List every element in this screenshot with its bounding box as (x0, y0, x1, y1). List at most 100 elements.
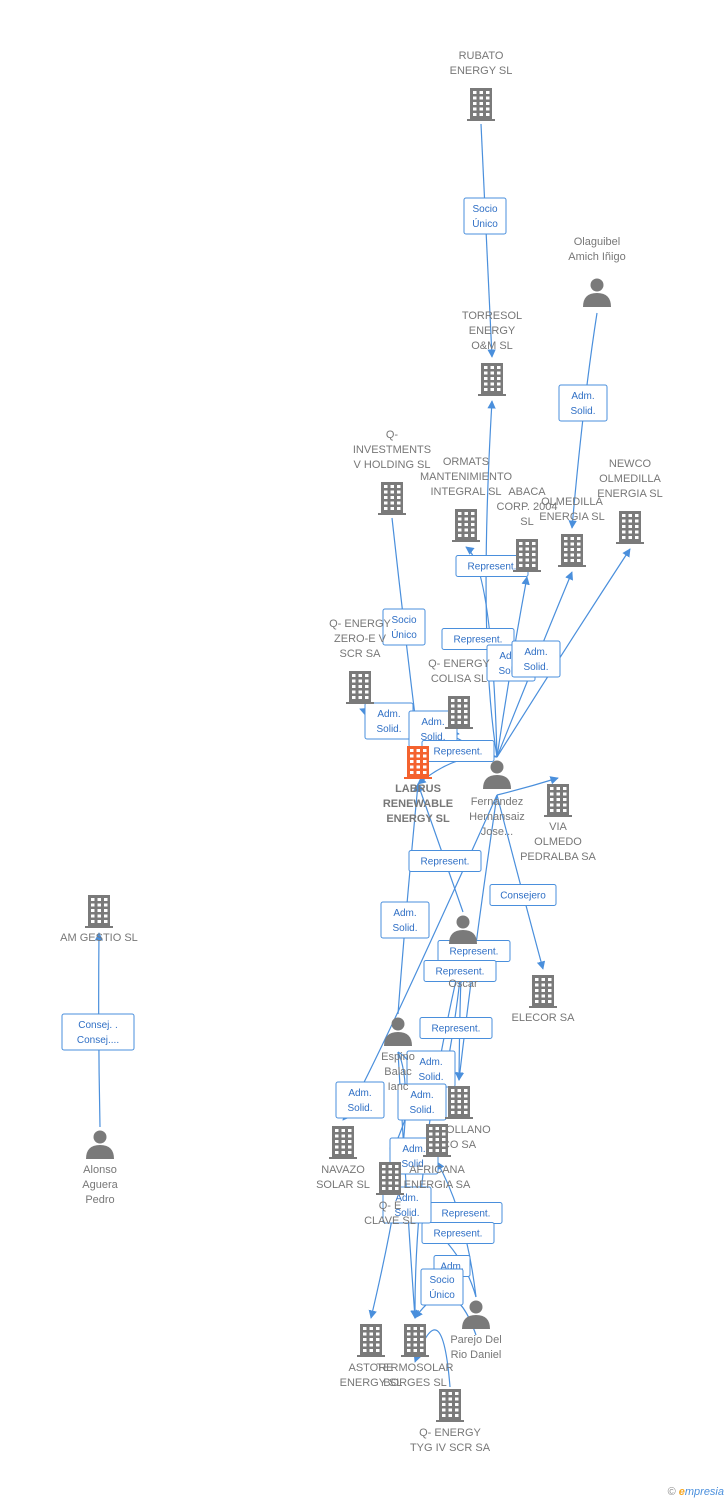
edge-label-fernandez-labrus[interactable]: Represent. (421, 740, 495, 762)
node-label: NAVAZO (321, 1164, 365, 1176)
node-label: CORP. 2004 (497, 501, 558, 513)
edge-label-alonso-amgestio[interactable]: Consej. .Consej.... (61, 1013, 135, 1051)
edge-label-oscar-tamollano[interactable]: Represent. (423, 960, 497, 982)
edge-labels-layer: SocioÚnicoAdm.Solid.SocioÚnicoRepresent.… (61, 197, 608, 1306)
edge-label-espino-qclave[interactable]: Adm.Solid. (406, 1050, 456, 1088)
building-icon (404, 746, 432, 779)
node-amgestio[interactable]: AM GESTIO SL (60, 895, 138, 944)
brand-e: e (678, 1486, 685, 1498)
edge-label-text: Represent. (434, 747, 483, 758)
edge-label-espino-astore[interactable]: Adm. Solid. (397, 1083, 447, 1121)
building-icon (513, 539, 541, 572)
edge-label-parejo-africana[interactable]: Represent. (429, 1202, 503, 1224)
node-label: ZERO-E V (334, 633, 387, 645)
edge-label-text: Adm. (499, 651, 522, 662)
building-icon (467, 88, 495, 121)
edge-label-text: Represent. (454, 635, 503, 646)
node-label: ENERGIA SL (539, 511, 604, 523)
node-label: INVESTMENTS (353, 444, 431, 456)
node-label: Q- ENERGY (428, 658, 490, 670)
building-icon (357, 1324, 385, 1357)
node-label: AM GESTIO SL (60, 932, 138, 944)
node-label: Q- (386, 429, 399, 441)
node-qzero[interactable]: Q- ENERGY ZERO-E V SCR SA (329, 618, 392, 704)
edge-label-text: Solid. (392, 923, 417, 934)
node-label: Amich Iñigo (568, 251, 625, 263)
edge-label-fernandez-torresol[interactable]: Represent. (441, 628, 515, 650)
edge-label-text: Adm. (377, 709, 400, 720)
edge-label-fernandez-elecor[interactable]: Consejero (489, 884, 557, 906)
edge-label-espino-termosolar[interactable]: Adm. Solid. (382, 1186, 432, 1224)
node-label: ENERGY SL (340, 1377, 403, 1389)
node-label: Oscar (448, 978, 478, 990)
edge-label-text: Solid. (420, 732, 445, 743)
node-label: OLMEDO (534, 836, 582, 848)
node-label: Q- ENERGY (329, 618, 391, 630)
edge-label-text: Solid. (394, 1208, 419, 1219)
edge-label-espino-labrus[interactable]: Adm.Solid. (380, 901, 430, 939)
copyright-symbol: © (667, 1486, 676, 1498)
building-icon (478, 363, 506, 396)
node-label: RENEWABLE (383, 798, 453, 810)
edge-label-fernandez-navazo[interactable]: Adm.Solid. (335, 1081, 385, 1119)
edge-label-text: Solid. (409, 1105, 434, 1116)
node-fernandez[interactable]: FernandezHernansaizJose... (469, 760, 525, 839)
edge-label-text: Consej.... (77, 1035, 119, 1046)
person-icon (583, 278, 611, 307)
edge-label-text: Represent. (434, 1229, 483, 1240)
node-label: ABACA (508, 486, 546, 498)
node-label: LABRUS (395, 783, 441, 795)
edge-label-text: Adm. (410, 1090, 433, 1101)
node-label: TORRESOL (462, 310, 522, 322)
edge-label-text: Adm. (421, 717, 444, 728)
edge-label-text: Adm. (395, 1193, 418, 1204)
edge-label-text: Solid. (401, 1159, 426, 1170)
edge-fernandez-torresol (485, 400, 498, 758)
edge-label-text: Solid. (347, 1103, 372, 1114)
node-label: Parejo Del (450, 1334, 501, 1346)
edge-label-text: Represent. (436, 967, 485, 978)
edge-label-oscar-africana[interactable]: Represent. (419, 1017, 493, 1039)
building-icon (558, 534, 586, 567)
edge-fernandez-newco (496, 548, 631, 758)
edge-label-olaguibel-olmedilla[interactable]: Adm.Solid. (558, 384, 608, 422)
edge-label-fernandez-olmedilla[interactable]: Adm.Solid. (511, 640, 561, 678)
edge-label-text: Represent. (421, 857, 470, 868)
node-elecor[interactable]: ELECOR SA (512, 975, 576, 1024)
node-olmedilla[interactable]: OLMEDILLA ENERGIA SL (539, 496, 605, 567)
edge-label-parejo-qclave[interactable]: Represent. (421, 1222, 495, 1244)
edge-label-text: Adm. (419, 1057, 442, 1068)
node-label: BORGES SL (383, 1377, 447, 1389)
building-icon (401, 1324, 429, 1357)
edge-label-text: Represent. (432, 1024, 481, 1035)
node-oscar[interactable]: Oscar (448, 915, 478, 991)
building-icon (346, 671, 374, 704)
node-label: SCR SA (340, 648, 382, 660)
node-label: ORMATS (443, 456, 489, 468)
edge-label-oscar-labrus[interactable]: Represent. (408, 850, 482, 872)
edge-label-fernandez-qzero[interactable]: Adm.Solid. (364, 702, 414, 740)
node-label: OLMEDILLA (541, 496, 603, 508)
